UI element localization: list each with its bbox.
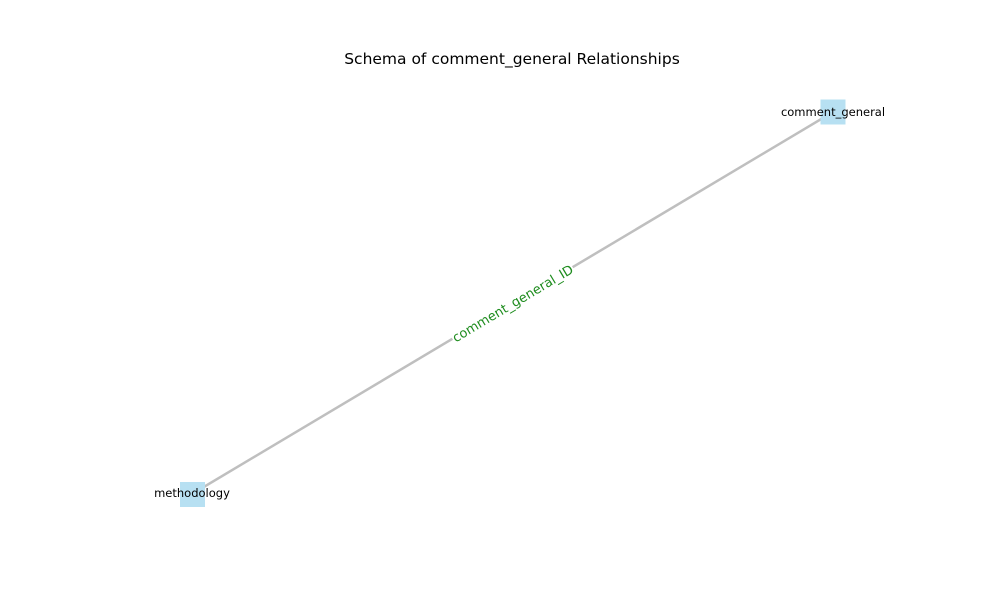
node-methodology-box[interactable] [180,482,205,507]
node-methodology[interactable]: methodology [154,482,230,507]
node-comment-general-box[interactable] [820,99,846,125]
node-comment-general-label: comment_general [781,105,885,119]
node-methodology-label: methodology [154,486,230,500]
edge-label-background [447,258,578,348]
node-comment-general[interactable]: comment_general [781,99,885,125]
diagram-title: Schema of comment_general Relationships [344,50,680,69]
